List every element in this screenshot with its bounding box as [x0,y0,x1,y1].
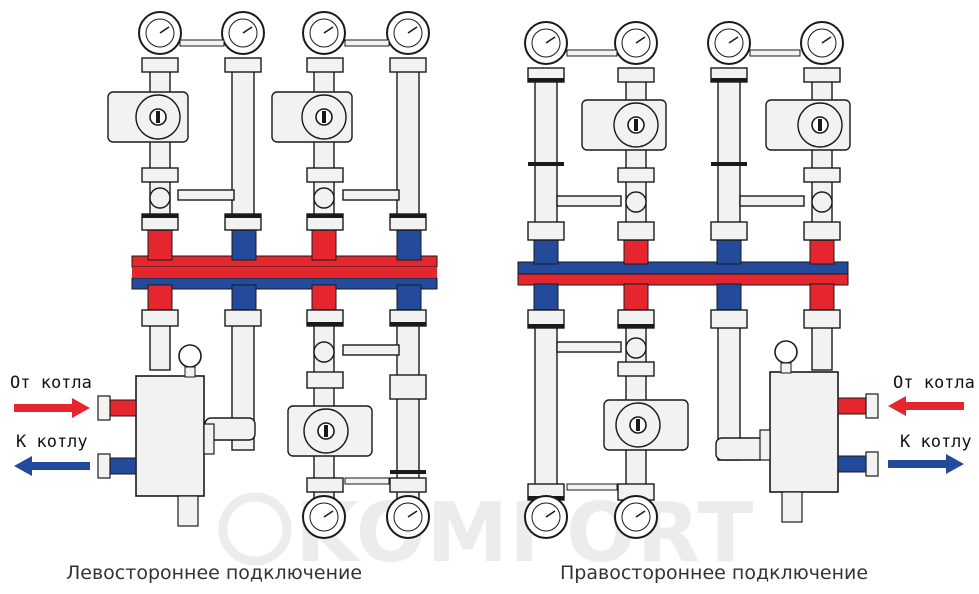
watermark-text: KOMFORT [295,486,755,581]
right-pump-3 [603,399,689,451]
watermark-logo-icon [218,492,292,566]
left-to-boiler-label: К котлу [16,432,88,452]
right-pump-1 [581,99,667,151]
left-supply-arrow-icon [14,398,90,418]
left-bottom-thermometers [302,477,430,539]
komfort-watermark: KOMFORT [215,486,754,581]
left-pump-2 [271,91,353,143]
right-supply-arrow-icon [888,396,964,416]
right-top-valves [625,191,833,213]
right-supply-manifold [517,273,849,286]
right-pump-2 [765,99,851,151]
left-bottom-rings [307,322,426,474]
right-return-manifold [517,261,849,275]
left-top-pipes [141,57,427,231]
right-bottom-pipes [527,309,841,501]
left-bottom-valve [313,341,335,363]
right-return-arrow-icon [888,454,964,474]
left-return-manifold [131,277,438,290]
right-bottom-valve [625,337,647,359]
left-pump-3 [287,405,373,457]
left-from-boiler-label: От котла [10,373,92,393]
right-scheme [517,21,964,539]
left-pressure-gauge-icon [178,344,202,368]
right-top-pipes [527,67,841,241]
left-top-thermometers [138,11,430,55]
right-flow-arrows [888,396,964,474]
left-scheme [14,11,438,539]
right-top-thermometers [524,21,844,65]
left-hydro-separator [97,344,215,527]
left-supply-manifold [131,255,438,268]
right-bottom-thermometers [524,483,658,539]
right-dark-rings [528,78,747,166]
left-flow-arrows [14,398,90,476]
left-return-arrow-icon [14,456,90,476]
right-pressure-gauge-icon [774,340,798,364]
left-top-valves [149,187,335,209]
left-dark-rings [142,214,426,218]
right-scheme-caption: Правостороннее подключение [560,562,869,584]
right-hydro-separator [759,340,879,523]
left-manifold-gap [132,267,437,278]
right-to-boiler-label: К котлу [900,432,972,452]
left-pump-1 [107,91,189,143]
right-from-boiler-label: От котла [893,373,975,393]
left-scheme-caption: Левостороннее подключение [66,562,363,584]
